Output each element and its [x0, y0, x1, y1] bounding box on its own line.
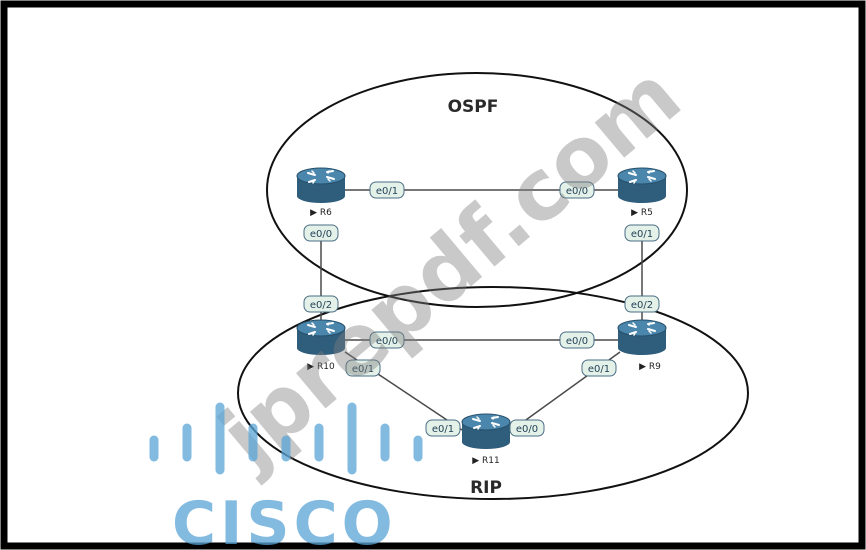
router-r6[interactable]: ▶ R6 — [296, 167, 346, 218]
router-icon — [461, 413, 511, 450]
iface-r11-e0-0: e0/0 — [509, 419, 545, 437]
rip-zone-title: RIP — [470, 478, 502, 498]
svg-text:e0/0: e0/0 — [516, 424, 538, 435]
svg-text:e0/0: e0/0 — [566, 336, 588, 347]
router-r11[interactable]: ▶ R11 — [461, 413, 511, 466]
router-icon — [617, 319, 667, 356]
iface-r11-e0-1: e0/1 — [425, 419, 461, 437]
iface-r10-e0-0: e0/0 — [369, 331, 405, 349]
iface-r10-e0-1: e0/1 — [345, 359, 381, 377]
iface-r5-e0-1: e0/1 — [624, 224, 660, 242]
ospf-zone-title: OSPF — [448, 97, 499, 117]
iface-r5-e0-0: e0/0 — [559, 181, 595, 199]
svg-text:e0/1: e0/1 — [588, 364, 610, 375]
router-label: ▶ R11 — [472, 456, 500, 466]
router-r5[interactable]: ▶ R5 — [617, 167, 667, 218]
svg-text:e0/1: e0/1 — [352, 364, 374, 375]
router-label: ▶ R5 — [631, 208, 653, 218]
iface-r9-e0-1: e0/1 — [581, 359, 617, 377]
iface-r9-e0-2: e0/2 — [624, 295, 660, 313]
iface-r10-e0-2: e0/2 — [303, 295, 339, 313]
svg-text:e0/0: e0/0 — [566, 186, 588, 197]
cisco-logo: CISCO — [149, 402, 423, 550]
router-r9[interactable]: ▶ R9 — [617, 319, 667, 372]
cisco-logo-text: CISCO — [172, 489, 397, 550]
iface-r9-e0-0: e0/0 — [559, 331, 595, 349]
router-icon — [296, 167, 346, 204]
svg-text:e0/1: e0/1 — [376, 186, 398, 197]
router-r10[interactable]: ▶ R10 — [296, 319, 346, 372]
svg-text:e0/0: e0/0 — [376, 336, 398, 347]
svg-text:e0/1: e0/1 — [432, 424, 454, 435]
svg-text:e0/2: e0/2 — [631, 300, 653, 311]
svg-text:e0/0: e0/0 — [310, 229, 332, 240]
ospf-zone — [266, 72, 688, 308]
router-label: ▶ R9 — [639, 362, 661, 372]
iface-r6-e0-1: e0/1 — [369, 181, 405, 199]
router-label: ▶ R6 — [310, 208, 332, 218]
iface-r6-e0-0: e0/0 — [303, 224, 339, 242]
svg-text:e0/2: e0/2 — [310, 300, 332, 311]
rip-zone — [237, 286, 749, 500]
cisco-logo-bars — [149, 402, 423, 475]
svg-text:e0/1: e0/1 — [631, 229, 653, 240]
router-label: ▶ R10 — [307, 362, 335, 372]
